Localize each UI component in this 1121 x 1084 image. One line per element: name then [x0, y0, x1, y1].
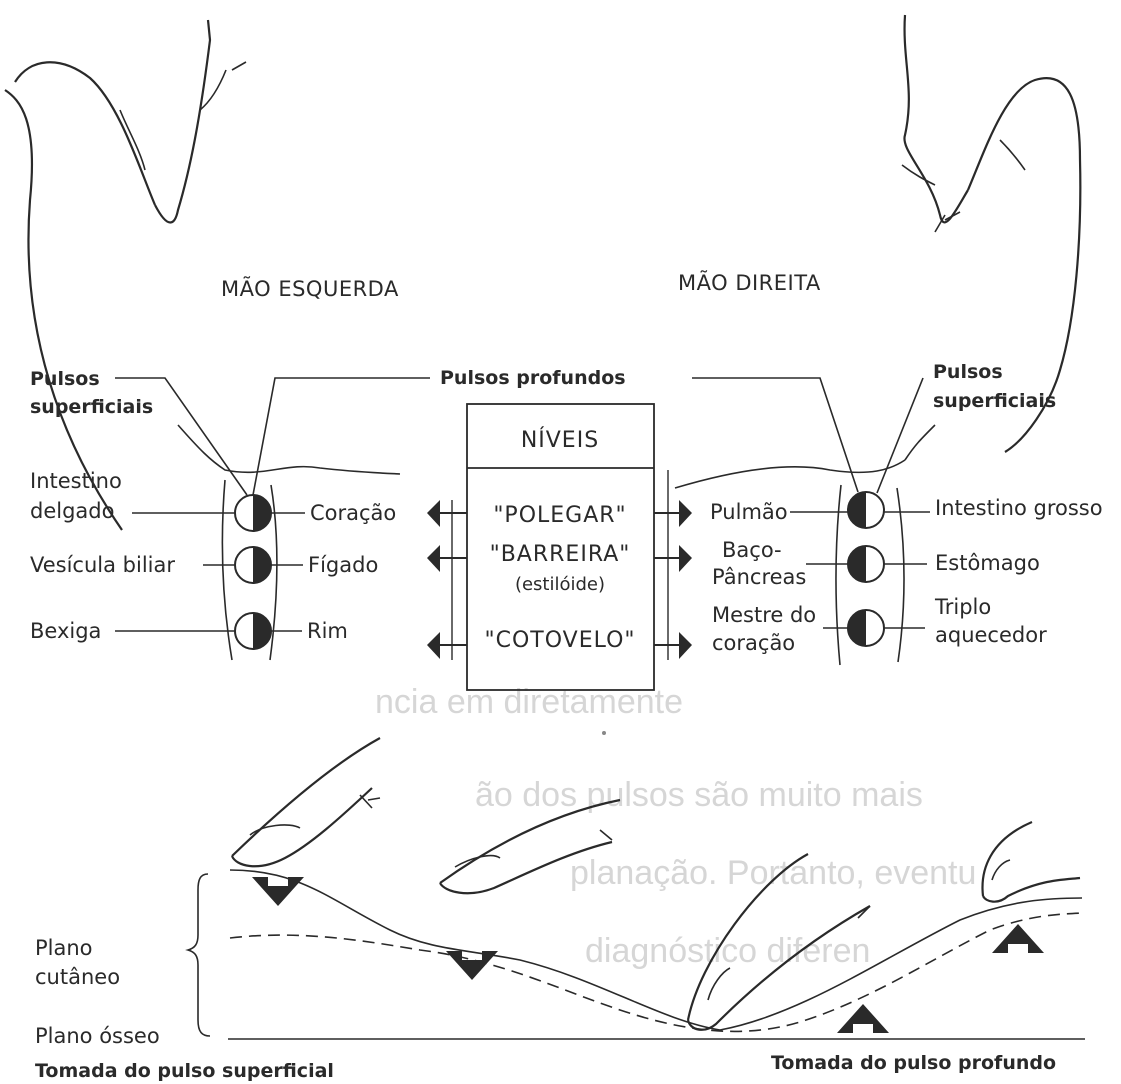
levels-box: NÍVEIS "POLEGAR" "BARREIRA" (estilóide) … — [467, 404, 654, 690]
right-row3-deep-2: coração — [712, 631, 795, 655]
bleed-line-4: diagnóstico diferen — [585, 932, 870, 970]
right-row2-deep-1: Baço- — [722, 538, 782, 562]
bleed-line-3: planação. Portanto, eventu — [570, 854, 976, 892]
right-row1-deep: Pulmão — [710, 500, 788, 524]
left-hand-title: MÃO ESQUERDA — [221, 275, 399, 301]
level-elbow: "COTOVELO" — [484, 628, 635, 653]
left-pulse-circles — [235, 495, 271, 649]
left-hand-drawing — [5, 20, 246, 530]
right-superficial-label-2: superficiais — [933, 390, 1056, 412]
left-row2-deep: Fígado — [308, 553, 378, 577]
speck — [602, 731, 606, 735]
deep-pulses-label: Pulsos profundos — [440, 367, 626, 389]
right-hand-title: MÃO DIREITA — [678, 269, 821, 295]
left-row1-superficial-2: delgado — [30, 499, 114, 523]
right-row1-superficial: Intestino grosso — [935, 496, 1103, 520]
bleed-line-2: ão dos pulsos são muito mais — [475, 776, 923, 814]
left-row2-superficial: Vesícula biliar — [30, 553, 175, 577]
left-row3-superficial: Bexiga — [30, 619, 101, 643]
left-row3-deep: Rim — [307, 619, 348, 643]
left-superficial-label-2: superficiais — [30, 396, 153, 418]
left-pulse-circle-1 — [235, 495, 271, 531]
right-pulse-circles — [848, 492, 884, 646]
down-arrow-1 — [252, 877, 304, 906]
left-pulse-circle-2 — [235, 547, 271, 583]
right-row3-superficial-1: Triplo — [934, 595, 991, 619]
levels-title: NÍVEIS — [521, 427, 599, 453]
bleed-line-1: ncia em diretamente — [375, 683, 683, 721]
right-superficial-label-1: Pulsos — [933, 361, 1003, 383]
right-pulse-circle-3 — [848, 610, 884, 646]
right-pulse-circle-2 — [848, 546, 884, 582]
up-arrow-1 — [837, 1004, 889, 1033]
left-pulse-circle-3 — [235, 613, 271, 649]
bleed-through-text: ncia em diretamente ão dos pulsos são mu… — [375, 683, 976, 970]
left-row1-superficial-1: Intestino — [30, 469, 122, 493]
right-pulse-circle-1 — [848, 492, 884, 528]
left-row1-deep: Coração — [310, 501, 396, 525]
level-thumb: "POLEGAR" — [493, 503, 626, 528]
right-row3-deep-1: Mestre do — [712, 603, 816, 627]
level-barrier: "BARREIRA" — [490, 542, 631, 567]
down-arrow-2 — [446, 951, 498, 980]
right-row2-superficial: Estômago — [935, 551, 1040, 575]
plane-cutaneous-2: cutâneo — [35, 965, 120, 989]
caption-deep: Tomada do pulso profundo — [771, 1052, 1056, 1074]
caption-superficial: Tomada do pulso superficial — [35, 1060, 334, 1082]
up-arrow-2 — [992, 924, 1044, 953]
plane-cutaneous-1: Plano — [35, 936, 93, 960]
right-row2-deep-2: Pâncreas — [712, 565, 806, 589]
left-superficial-label-1: Pulsos — [30, 368, 100, 390]
right-hand-drawing — [902, 15, 1080, 452]
level-barrier-sub: (estilóide) — [515, 574, 605, 595]
header-leader-lines — [115, 378, 923, 495]
plane-bone: Plano ósseo — [35, 1024, 160, 1048]
right-row3-superficial-2: aquecedor — [935, 623, 1047, 647]
